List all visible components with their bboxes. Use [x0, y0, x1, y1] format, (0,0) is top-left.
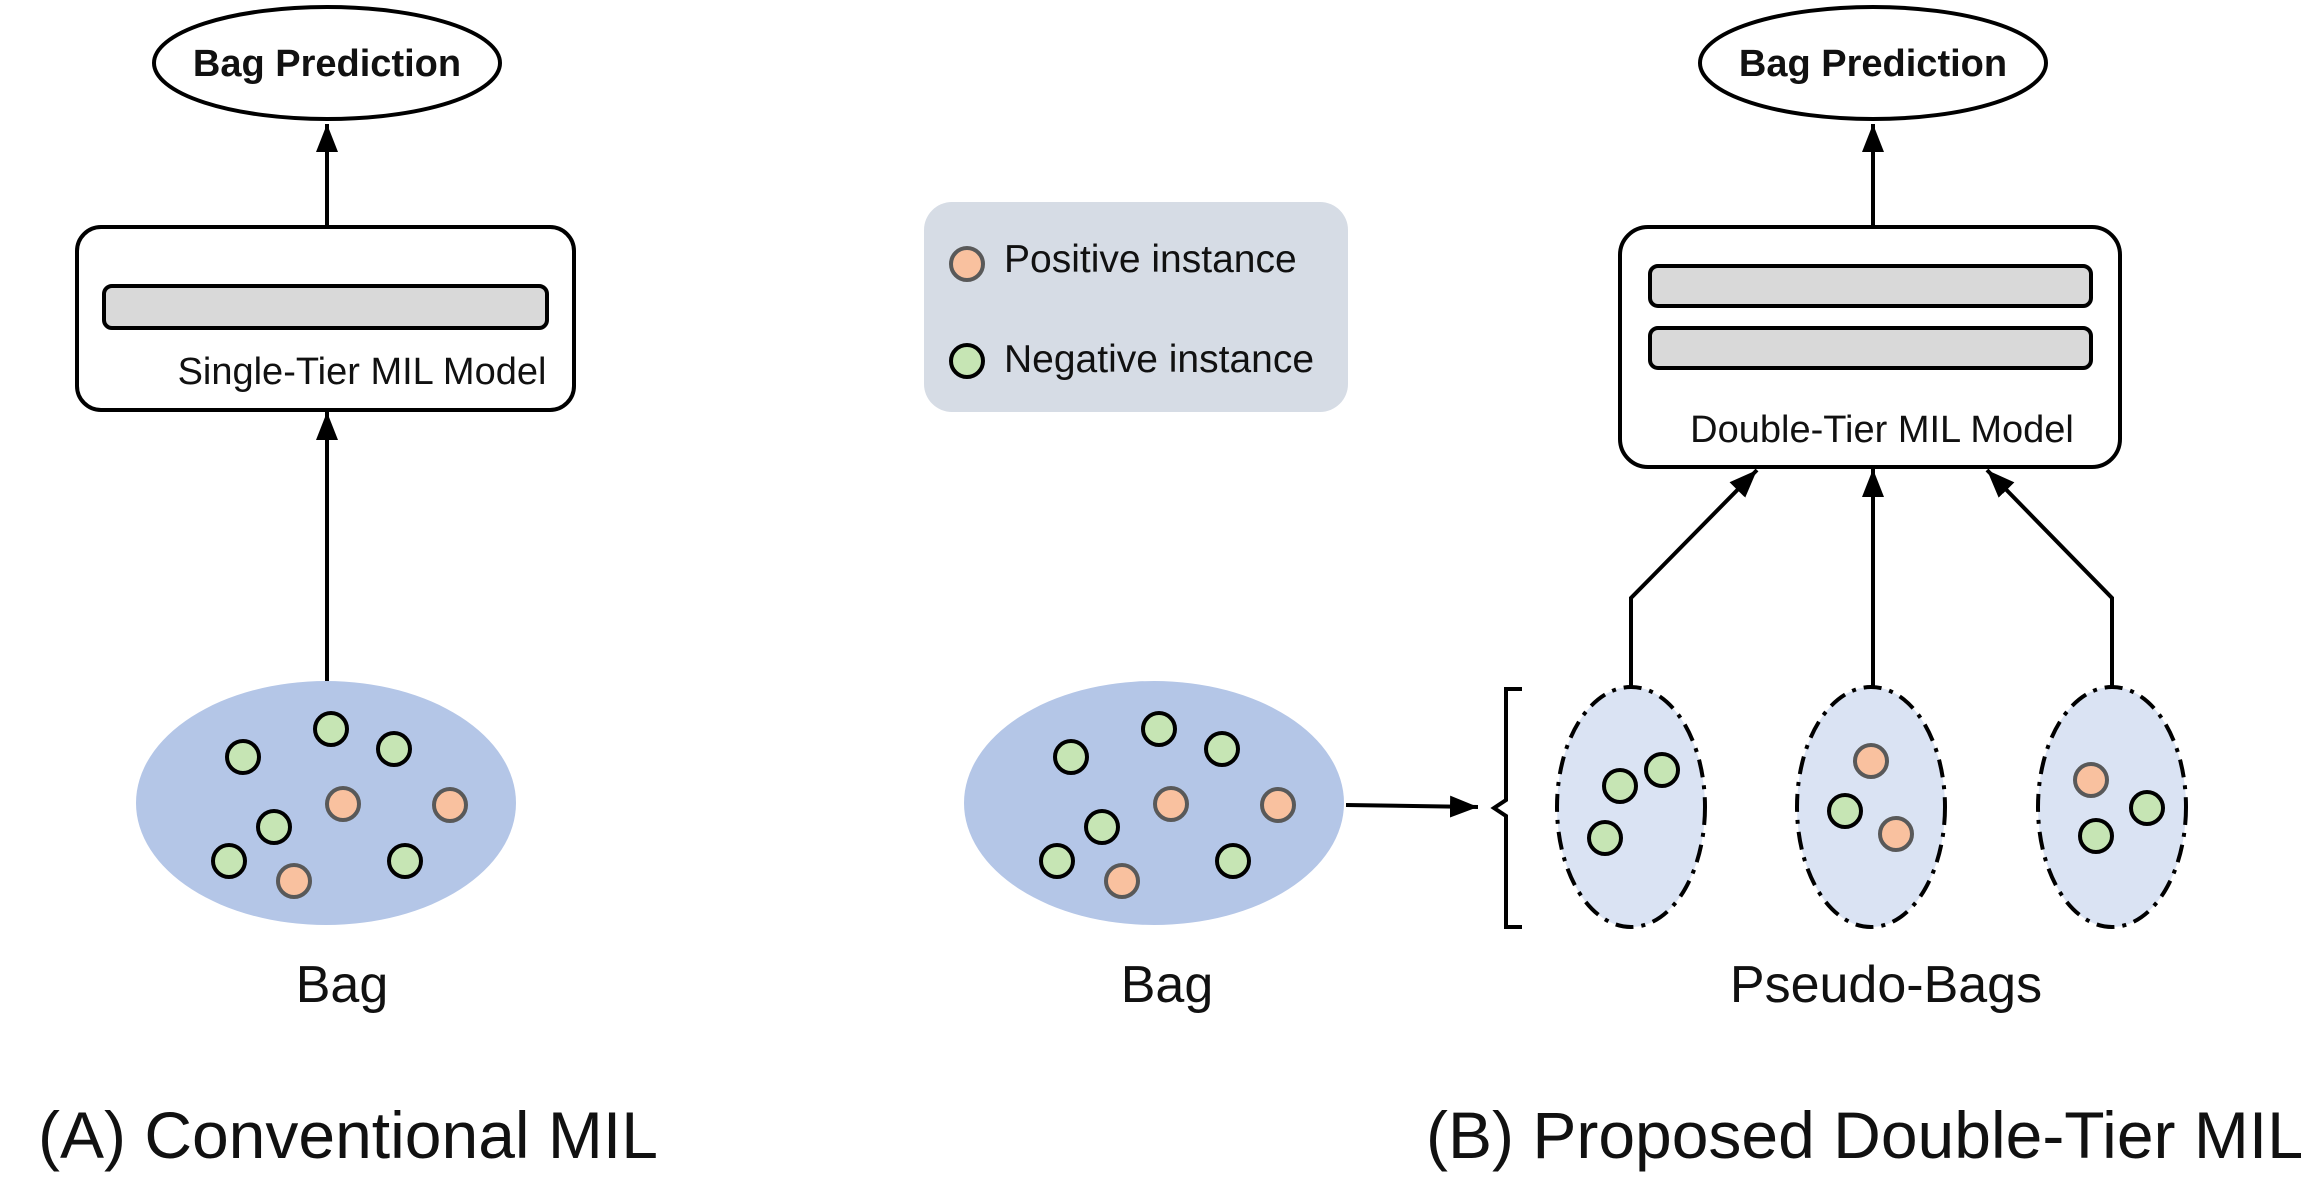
- negative-instance: [1204, 731, 1240, 767]
- bag-a-instances: [211, 711, 468, 899]
- pseudo-bags-bracket: [1490, 687, 1522, 929]
- positive-instance: [432, 787, 468, 823]
- legend-negative-label: Negative instance: [1004, 338, 1314, 381]
- model-layer-bar-1: [1648, 264, 2093, 308]
- bag-prediction-node-a: [152, 5, 502, 121]
- negative-instance: [2129, 790, 2165, 826]
- negative-instance: [1039, 843, 1075, 879]
- negative-instance: [387, 843, 423, 879]
- negative-instance: [1587, 820, 1623, 856]
- negative-instance: [1827, 793, 1863, 829]
- legend-box: [924, 202, 1348, 412]
- negative-instance: [1602, 768, 1638, 804]
- panel-b: Bag Prediction Double-Tier MIL Model Bag: [964, 5, 2301, 1172]
- double-tier-model-label: Double-Tier MIL Model: [1690, 409, 2074, 451]
- positive-instance: [2073, 762, 2109, 798]
- negative-instance: [2078, 818, 2114, 854]
- negative-instance: [1141, 711, 1177, 747]
- caption-b: (B) Proposed Double-Tier MIL: [1426, 1098, 2301, 1172]
- pseudo-bags-label: Pseudo-Bags: [1730, 956, 2042, 1014]
- negative-instance-legend-icon: [949, 343, 985, 379]
- positive-instance: [276, 863, 312, 899]
- bag-prediction-label-a: Bag Prediction: [193, 43, 461, 85]
- positive-instance: [1104, 863, 1140, 899]
- positive-instance: [1153, 786, 1189, 822]
- bag-prediction-node-b: [1698, 5, 2048, 121]
- negative-instance: [256, 809, 292, 845]
- positive-instance-legend-icon: [949, 246, 985, 282]
- legend: Positive instance Negative instance: [924, 202, 1348, 412]
- pseudo-bag-2: [1795, 685, 1947, 929]
- arrow-bag-to-pseudo-bags: [1345, 795, 1479, 818]
- caption-a: (A) Conventional MIL: [38, 1098, 658, 1172]
- negative-instance: [225, 739, 261, 775]
- negative-instance: [211, 843, 247, 879]
- negative-instance: [1215, 843, 1251, 879]
- pseudo-bag-1: [1555, 685, 1707, 929]
- negative-instance: [1644, 752, 1680, 788]
- arrow-pseudo-bag-3-to-model: [1985, 468, 2114, 686]
- bag-b-instances: [1039, 711, 1296, 899]
- negative-instance: [1084, 809, 1120, 845]
- bag-label-b: Bag: [1121, 956, 1214, 1014]
- negative-instance: [313, 711, 349, 747]
- bag-prediction-label-b: Bag Prediction: [1739, 43, 2007, 85]
- pseudo-bag-3: [2036, 685, 2188, 929]
- arrow-pseudo-bag-1-to-model: [1629, 468, 1759, 686]
- panel-a: Bag Prediction Single-Tier MIL Model Bag…: [38, 5, 658, 1172]
- negative-instance: [1053, 739, 1089, 775]
- positive-instance: [1853, 743, 1889, 779]
- legend-positive-label: Positive instance: [1004, 238, 1297, 281]
- bag-label-a: Bag: [296, 956, 389, 1014]
- negative-instance: [376, 731, 412, 767]
- positive-instance: [1260, 787, 1296, 823]
- single-tier-model-label: Single-Tier MIL Model: [178, 351, 547, 393]
- model-layer-bar-2: [1648, 326, 2093, 370]
- positive-instance: [1878, 816, 1914, 852]
- model-layer-bar: [102, 284, 549, 330]
- positive-instance: [325, 786, 361, 822]
